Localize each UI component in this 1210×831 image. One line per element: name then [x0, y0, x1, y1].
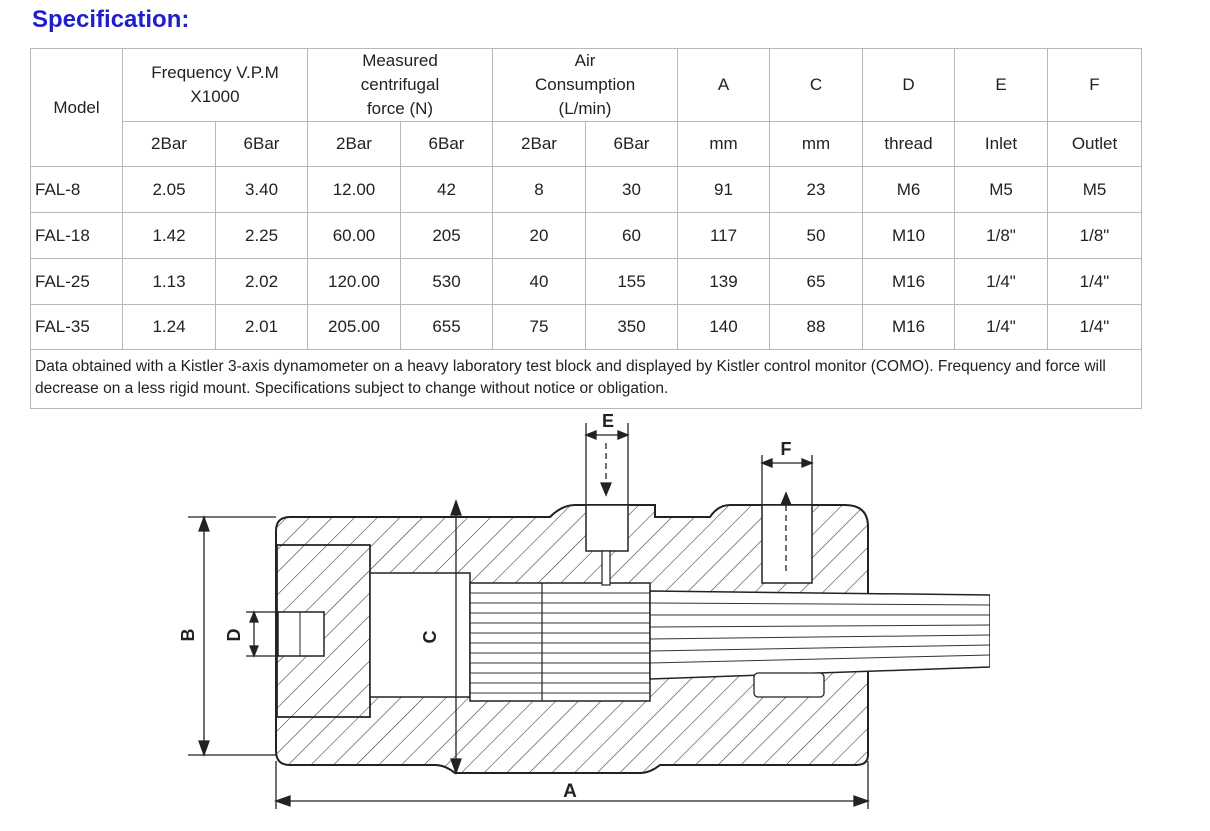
table-cell: 655	[400, 304, 493, 350]
table-cell: 1/4"	[954, 258, 1048, 305]
table-cell: M6	[862, 166, 955, 213]
header-d: D	[862, 48, 955, 122]
table-cell: 205	[400, 212, 493, 259]
table-cell: 2.05	[122, 166, 216, 213]
table-note: Data obtained with a Kistler 3-axis dyna…	[30, 349, 1142, 409]
table-row: FAL-35 1.24 2.01 205.00 655 75 350 140 8…	[30, 304, 1142, 350]
piston-rod	[649, 590, 990, 680]
table-cell: 3.40	[215, 166, 308, 213]
model-cell: FAL-18	[30, 212, 123, 259]
header-e: E	[954, 48, 1048, 122]
header-centrifugal-force: Measured centrifugal force (N)	[307, 48, 493, 122]
table-cell: M5	[1047, 166, 1142, 213]
label-e: E	[602, 411, 614, 431]
table-cell: 20	[492, 212, 586, 259]
subheader-cell: 2Bar	[307, 121, 401, 167]
table-cell: 75	[492, 304, 586, 350]
table-cell: 50	[769, 212, 863, 259]
vibrator-cross-section-drawing: B D C A E F	[178, 411, 990, 809]
subheader-cell: 6Bar	[585, 121, 678, 167]
inlet-port-e	[585, 504, 629, 586]
subheader-cell: 2Bar	[492, 121, 586, 167]
table-header-row: Model Frequency V.P.M X1000 Measured cen…	[30, 48, 1142, 167]
subheader-cell: thread	[862, 121, 955, 167]
table-cell: 40	[492, 258, 586, 305]
subheader-cell: Inlet	[954, 121, 1048, 167]
label-f: F	[781, 439, 792, 459]
table-cell: 140	[677, 304, 770, 350]
label-c: C	[420, 631, 440, 644]
table-cell: M5	[954, 166, 1048, 213]
subheader-cell: mm	[769, 121, 863, 167]
table-cell: 30	[585, 166, 678, 213]
table-cell: 2.25	[215, 212, 308, 259]
table-cell: 8	[492, 166, 586, 213]
subheader-cell: 6Bar	[400, 121, 493, 167]
table-cell: 23	[769, 166, 863, 213]
table-cell: M10	[862, 212, 955, 259]
table-row: FAL-8 2.05 3.40 12.00 42 8 30 91 23 M6 M…	[30, 166, 1142, 213]
table-cell: 60.00	[307, 212, 401, 259]
header-frequency: Frequency V.P.M X1000	[122, 48, 308, 122]
table-cell: 117	[677, 212, 770, 259]
model-cell: FAL-8	[30, 166, 123, 213]
header-air-consumption: Air Consumption (L/min)	[492, 48, 678, 122]
table-cell: 88	[769, 304, 863, 350]
inner-cavity	[369, 572, 471, 698]
table-cell: 139	[677, 258, 770, 305]
subheader-cell: 6Bar	[215, 121, 308, 167]
table-cell: 1/4"	[1047, 304, 1142, 350]
dimension-lines	[188, 423, 870, 809]
label-a: A	[563, 781, 577, 802]
table-cell: 1/8"	[954, 212, 1048, 259]
table-cell: 91	[677, 166, 770, 213]
subheader-cell: 2Bar	[122, 121, 216, 167]
table-subheader-row: 2Bar 6Bar 2Bar 6Bar 2Bar 6Bar mm mm thre…	[31, 121, 1142, 167]
subheader-cell: mm	[677, 121, 770, 167]
table-cell: M16	[862, 258, 955, 305]
table-cell: 1.42	[122, 212, 216, 259]
table-cell: 155	[585, 258, 678, 305]
label-b: B	[178, 629, 198, 642]
table-cell: 350	[585, 304, 678, 350]
table-cell: 1.24	[122, 304, 216, 350]
table-cell: 120.00	[307, 258, 401, 305]
table-cell: 2.02	[215, 258, 308, 305]
outlet-port-f	[753, 504, 825, 698]
header-a: A	[677, 48, 770, 122]
specification-table: Model Frequency V.P.M X1000 Measured cen…	[30, 48, 1142, 409]
model-cell: FAL-25	[30, 258, 123, 305]
table-cell: 530	[400, 258, 493, 305]
model-cell: FAL-35	[30, 304, 123, 350]
label-d: D	[224, 629, 244, 642]
table-note-row: Data obtained with a Kistler 3-axis dyna…	[30, 349, 1142, 409]
table-cell: 65	[769, 258, 863, 305]
header-f: F	[1047, 48, 1142, 122]
header-model: Model	[30, 48, 123, 167]
table-cell: 205.00	[307, 304, 401, 350]
table-cell: 12.00	[307, 166, 401, 213]
thread-hole-d	[277, 611, 325, 657]
subheader-cell: Outlet	[1047, 121, 1142, 167]
table-cell: 1/8"	[1047, 212, 1142, 259]
page-title: Specification:	[32, 6, 190, 33]
table-row: FAL-18 1.42 2.25 60.00 205 20 60 117 50 …	[30, 212, 1142, 259]
table-cell: M16	[862, 304, 955, 350]
table-cell: 42	[400, 166, 493, 213]
table-cell: 60	[585, 212, 678, 259]
piston	[469, 582, 651, 702]
dimension-labels: B D C A E F	[178, 411, 792, 802]
table-row: FAL-25 1.13 2.02 120.00 530 40 155 139 6…	[30, 258, 1142, 305]
table-cell: 1/4"	[954, 304, 1048, 350]
table-cell: 1.13	[122, 258, 216, 305]
table-cell: 2.01	[215, 304, 308, 350]
header-c: C	[769, 48, 863, 122]
table-cell: 1/4"	[1047, 258, 1142, 305]
